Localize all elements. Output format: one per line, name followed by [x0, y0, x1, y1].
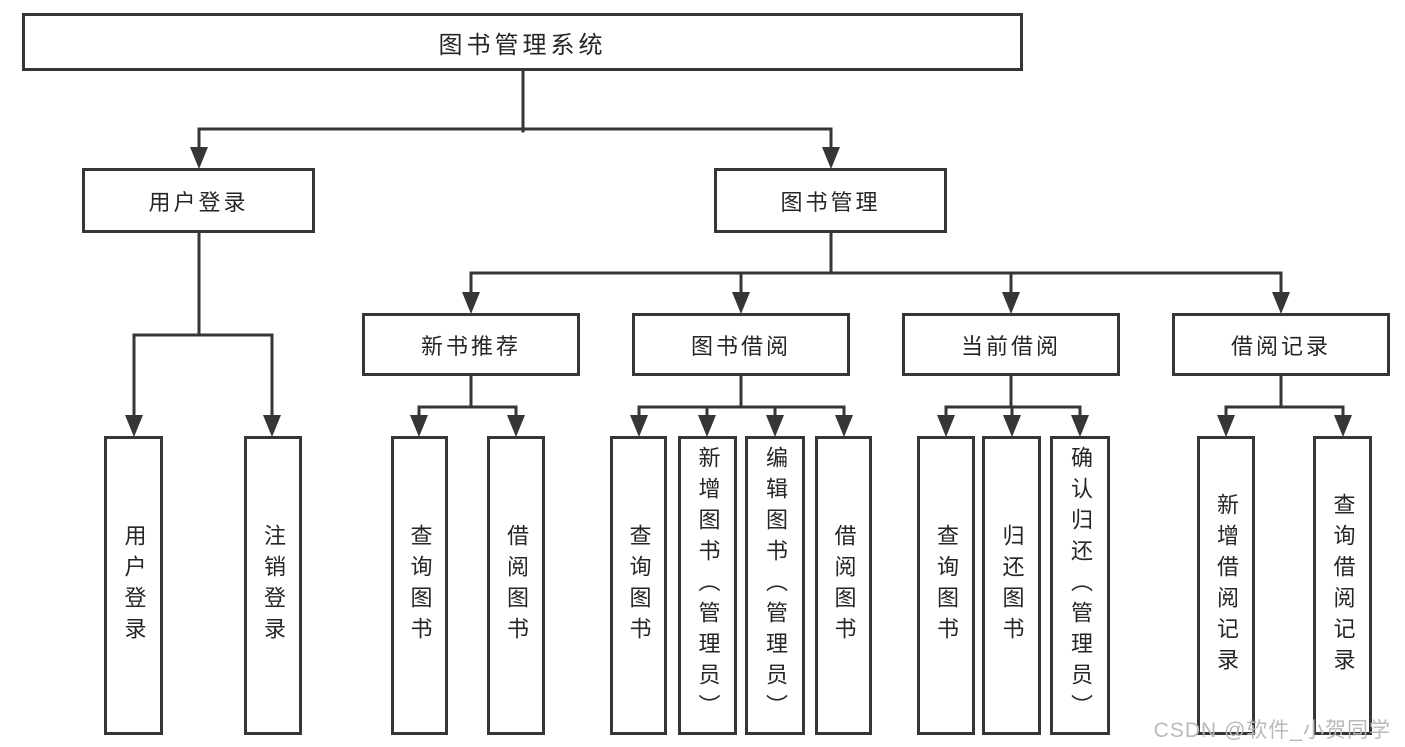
leaf-return-books-label: 归还图书: [999, 523, 1025, 648]
leaf-query-books-borrow: 查询图书: [610, 436, 667, 735]
leaf-logout: 注销登录: [244, 436, 302, 735]
connector-current-borrow-group: [944, 374, 1082, 420]
leaf-user-login-label: 用户登录: [121, 523, 147, 648]
leaf-user-login: 用户登录: [104, 436, 163, 735]
leaf-add-books-admin-label: 新增图书（管理员）: [695, 446, 721, 725]
node-book-borrow: 图书借阅: [632, 313, 850, 376]
leaf-query-books-borrow-label: 查询图书: [626, 523, 652, 648]
connector-user-login-group: [132, 230, 274, 420]
connector-level3: [469, 230, 1283, 297]
leaf-add-borrow-record: 新增借阅记录: [1197, 436, 1255, 735]
leaf-logout-label: 注销登录: [261, 523, 286, 648]
node-user-login: 用户登录: [82, 168, 315, 233]
leaf-borrow-books-recommend-label: 借阅图书: [504, 523, 529, 648]
connector-level2: [197, 127, 833, 152]
csdn-watermark: CSDN @软件_小贺同学: [1153, 719, 1391, 742]
node-book-management-label: 图书管理: [780, 189, 881, 215]
connector-borrow-record-group: [1224, 374, 1345, 420]
node-root: 图书管理系统: [22, 13, 1023, 71]
leaf-query-books-current-label: 查询图书: [934, 523, 959, 648]
leaf-confirm-return-admin-label: 确认归还（管理员）: [1068, 446, 1093, 725]
leaf-query-books-recommend: 查询图书: [391, 436, 448, 735]
leaf-add-borrow-record-label: 新增借阅记录: [1214, 492, 1239, 679]
node-user-login-label: 用户登录: [148, 189, 249, 215]
node-root-label: 图书管理系统: [438, 31, 607, 59]
node-borrow-records: 借阅记录: [1172, 313, 1390, 376]
leaf-edit-books-admin: 编辑图书（管理员）: [745, 436, 805, 735]
leaf-query-books-recommend-label: 查询图书: [407, 523, 433, 648]
node-new-book-recommend: 新书推荐: [362, 313, 580, 376]
leaf-query-borrow-record: 查询借阅记录: [1313, 436, 1372, 735]
node-book-management: 图书管理: [714, 168, 947, 233]
node-current-borrow-label: 当前借阅: [960, 333, 1061, 359]
leaf-borrow-books-recommend: 借阅图书: [487, 436, 545, 735]
node-book-borrow-label: 图书借阅: [690, 333, 791, 359]
connector-book-borrow-group: [637, 374, 846, 420]
connector-new-book-rec-group: [417, 374, 518, 420]
node-borrow-records-label: 借阅记录: [1230, 333, 1331, 359]
node-new-book-recommend-label: 新书推荐: [420, 333, 521, 359]
leaf-return-books: 归还图书: [982, 436, 1041, 735]
leaf-confirm-return-admin: 确认归还（管理员）: [1050, 436, 1110, 735]
arrowheads: [125, 147, 1352, 437]
node-current-borrow: 当前借阅: [902, 313, 1120, 376]
leaf-add-books-admin: 新增图书（管理员）: [678, 436, 737, 735]
leaf-edit-books-admin-label: 编辑图书（管理员）: [763, 446, 788, 725]
leaf-borrow-books: 借阅图书: [815, 436, 872, 735]
leaf-borrow-books-label: 借阅图书: [831, 523, 857, 648]
leaf-query-borrow-record-label: 查询借阅记录: [1330, 492, 1356, 679]
leaf-query-books-current: 查询图书: [917, 436, 975, 735]
